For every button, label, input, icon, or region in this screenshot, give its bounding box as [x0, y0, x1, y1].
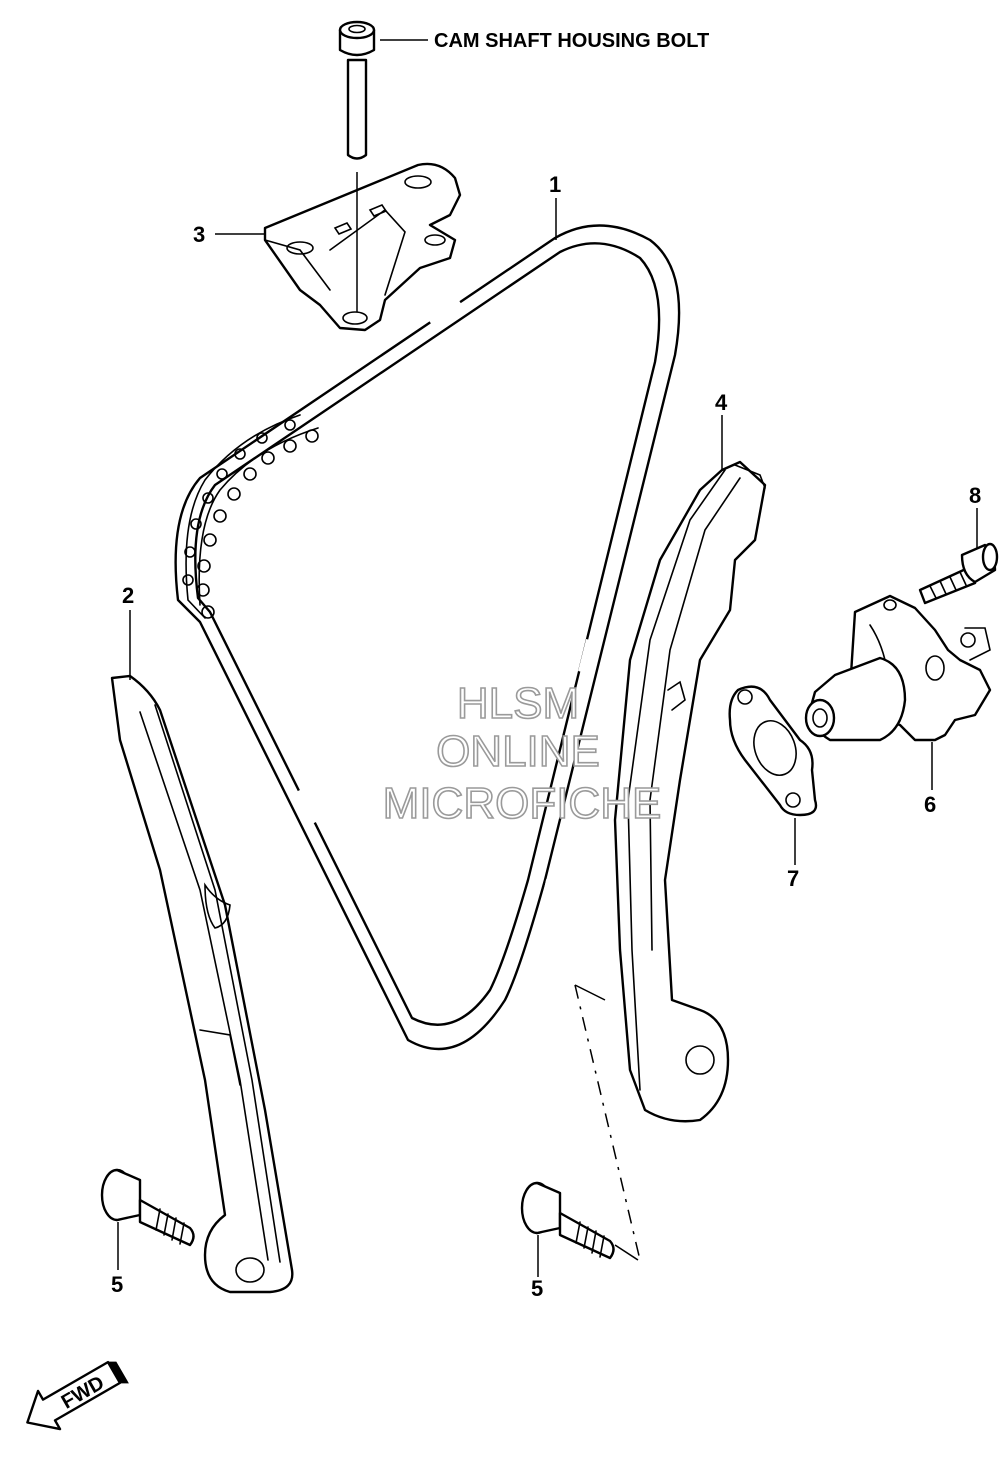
part-1-cam-chain	[174, 224, 681, 1051]
cam-shaft-housing-bolt	[338, 20, 376, 312]
part-4-chain-guide	[613, 460, 767, 1123]
callout-2: 2	[122, 583, 134, 608]
callout-7: 7	[787, 866, 799, 891]
callout-1: 1	[549, 172, 561, 197]
callout-cam-shaft-housing-bolt: CAM SHAFT HOUSING BOLT	[434, 30, 709, 52]
callout-4: 4	[715, 390, 728, 415]
callout-5-left: 5	[111, 1272, 123, 1297]
callout-8: 8	[969, 483, 981, 508]
alignment-lines	[574, 984, 641, 1261]
part-5-bolt-left	[100, 1168, 195, 1247]
callout-5-right: 5	[531, 1276, 543, 1301]
watermark-line-3: MICROFICHE	[383, 779, 662, 828]
part-6-chain-tensioner	[804, 594, 992, 742]
part-3-cam-shaft-housing	[263, 162, 462, 332]
part-5-bolt-right	[520, 1181, 615, 1260]
watermark-line-2: ONLINE	[436, 727, 600, 776]
watermark: HLSM ONLINE MICROFICHE	[382, 678, 662, 829]
part-2-chain-guide-tensioner	[110, 674, 294, 1294]
leader-lines	[117, 39, 978, 1277]
fwd-arrow-icon: FWD	[26, 1360, 129, 1431]
callout-6: 6	[924, 792, 936, 817]
part-7-gasket	[728, 685, 818, 817]
part-8-tensioner-bolt	[918, 542, 999, 605]
callout-3: 3	[193, 222, 205, 247]
watermark-line-1: HLSM	[457, 679, 579, 728]
